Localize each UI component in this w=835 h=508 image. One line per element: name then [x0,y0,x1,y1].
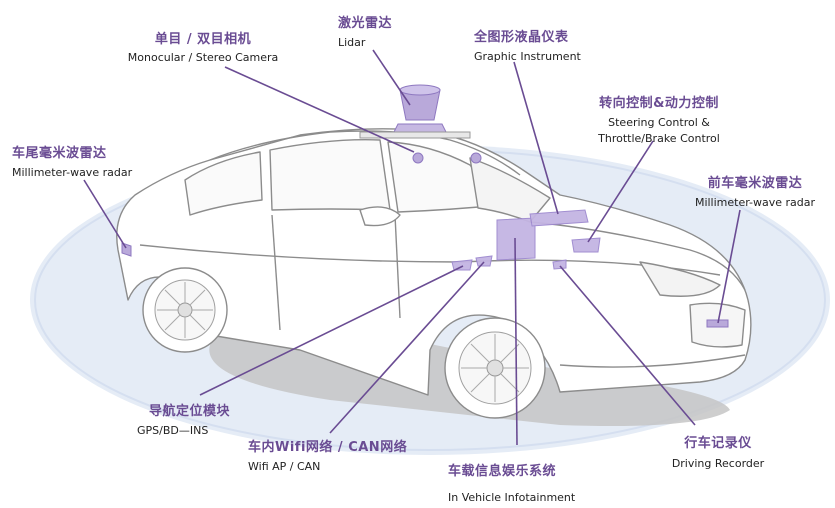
roof-rack [359,131,471,139]
instrument-en: Graphic Instrument [474,50,581,63]
leader-lines [83,49,741,446]
camera-sensor-icon [412,152,482,164]
infotainment-zh: 车载信息娱乐系统 [448,464,557,479]
steering-zh: 转向控制&动力控制 [599,96,719,111]
recorder-zh: 行车记录仪 [684,436,752,451]
label-recorder: 行车记录仪 Driving Recorder [668,432,768,470]
label-steering: 转向控制&动力控制 Steering Control & Throttle/Br… [584,92,734,145]
front-radar-en: Millimeter-wave radar [694,196,816,209]
lidar-en: Lidar [338,36,366,49]
label-instrument: 全图形液晶仪表 Graphic Instrument [474,26,581,63]
camera-zh: 单目 / 双目相机 [154,32,252,47]
car-body [116,128,752,396]
wifi-zh: 车内Wifi网络 / CAN网络 [248,440,408,455]
lidar-zh: 激光雷达 [338,16,393,31]
camera-en: Monocular / Stereo Camera [127,51,279,64]
cabin-modules [451,209,601,271]
label-camera: 单目 / 双目相机 Monocular / Stereo Camera [112,28,294,64]
lidar-sensor-icon [393,84,447,133]
label-infotainment: 车载信息娱乐系统 In Vehicle Infotainment [448,460,575,504]
instrument-zh: 全图形液晶仪表 [474,30,569,45]
label-gps: 导航定位模块 GPS/BD—INS [137,400,242,437]
label-rear-radar: 车尾毫米波雷达 Millimeter-wave radar [12,142,132,179]
label-lidar: 激光雷达 Lidar [338,12,392,49]
front-radar-zh: 前车毫米波雷达 [707,176,803,191]
rear-radar-zh: 车尾毫米波雷达 [12,146,107,161]
steering-en2: Throttle/Brake Control [598,132,720,145]
gps-zh: 导航定位模块 [148,404,230,419]
label-wifi: 车内Wifi网络 / CAN网络 Wifi AP / CAN [248,436,407,473]
recorder-en: Driving Recorder [671,457,765,470]
gps-en: GPS/BD—INS [137,424,209,437]
infotainment-en: In Vehicle Infotainment [448,491,576,504]
rear-radar-en: Millimeter-wave radar [12,166,133,179]
rear-wheel [142,267,228,353]
steering-en1: Steering Control & [608,116,710,129]
front-wheel [444,317,546,419]
label-front-radar: 前车毫米波雷达 Millimeter-wave radar [686,172,824,209]
wifi-en: Wifi AP / CAN [248,460,321,473]
